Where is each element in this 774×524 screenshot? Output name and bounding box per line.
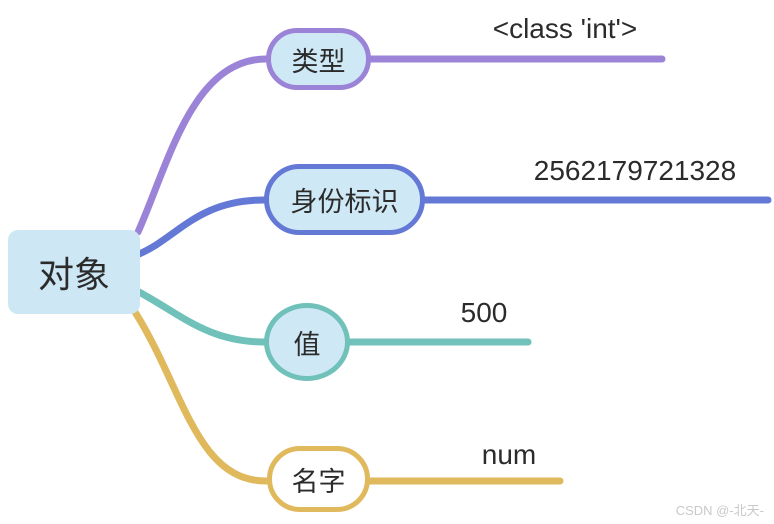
root-node-label: 对象 — [37, 254, 110, 295]
topic-node-value[interactable]: 值 — [264, 303, 350, 381]
leaf-value-type[interactable]: <class 'int'> — [492, 13, 638, 44]
topic-node-identity[interactable]: 身份标识 — [264, 164, 425, 235]
leaf-value-name[interactable]: num — [481, 439, 537, 470]
topic-node-identity-label: 身份标识 — [290, 187, 399, 217]
topic-node-value-label: 值 — [293, 329, 321, 360]
branch-curve-value — [135, 288, 268, 346]
leaf-value-identity[interactable]: 2562179721328 — [533, 155, 737, 186]
topic-node-name[interactable]: 名字 — [267, 446, 370, 512]
root-node-object[interactable]: 对象 — [8, 230, 140, 314]
topic-node-type[interactable]: 类型 — [266, 28, 371, 90]
branch-curve-type — [134, 55, 270, 236]
leaf-value-value[interactable]: 500 — [460, 297, 508, 328]
csdn-watermark: CSDN @-北天- — [675, 503, 764, 518]
branch-curve-name — [131, 308, 270, 485]
branch-curve-identity — [135, 196, 268, 258]
topic-node-type-label: 类型 — [291, 46, 346, 77]
topic-node-name-label: 名字 — [291, 466, 346, 497]
